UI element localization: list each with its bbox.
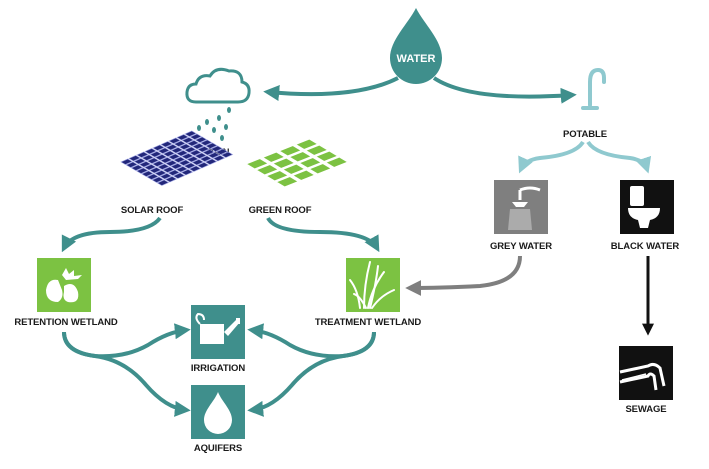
irrigation-label: IRRIGATION <box>191 363 245 374</box>
grey-water-label: GREY WATER <box>490 241 552 252</box>
water-drop-icon <box>390 8 442 84</box>
toilet-icon <box>628 186 660 228</box>
node-retention-wetland: RETENTION WETLAND <box>14 258 118 328</box>
node-aquifers: AQUIFERS <box>191 385 245 454</box>
treatment-wetland-tile <box>346 258 400 312</box>
black-water-label: BLACK WATER <box>611 241 680 252</box>
node-green-roof: GREEN ROOF <box>245 138 349 216</box>
aquifers-label: AQUIFERS <box>194 443 242 454</box>
arrow-retention-to-aquifers <box>62 331 191 417</box>
flow-arrows <box>61 76 654 417</box>
arrow-potable-to-black <box>586 140 652 174</box>
faucet-icon <box>581 67 606 110</box>
solar-roof-label: SOLAR ROOF <box>121 205 184 216</box>
arrow-water-to-rain <box>263 76 399 101</box>
node-sewage: SEWAGE <box>619 346 673 415</box>
node-water: WATER <box>390 8 442 84</box>
node-solar-roof: SOLAR ROOF <box>120 130 234 216</box>
water-label: WATER <box>397 53 436 65</box>
shower-icon <box>508 186 541 230</box>
potable-label: POTABLE <box>563 129 607 140</box>
node-black-water: BLACK WATER <box>611 180 680 252</box>
reeds-icon <box>349 261 395 309</box>
watering-can-icon <box>195 312 240 344</box>
arrow-solar-to-retention <box>61 216 162 253</box>
water-drop-icon <box>204 392 232 434</box>
sewage-tile <box>619 346 673 400</box>
node-potable: POTABLE <box>563 67 607 140</box>
arrow-potable-to-grey <box>518 140 585 174</box>
sewage-label: SEWAGE <box>625 404 666 415</box>
treatment-wetland-label: TREATMENT WETLAND <box>315 317 422 328</box>
node-irrigation: IRRIGATION <box>191 305 245 374</box>
arrow-greenroof-to-treatment <box>266 216 380 253</box>
retention-wetland-tile <box>37 258 91 312</box>
node-grey-water: GREY WATER <box>490 180 552 252</box>
sewer-pipe-icon <box>619 362 666 391</box>
rain-cloud-icon <box>185 67 251 141</box>
solar-panel-icon <box>120 130 234 186</box>
lily-pad-icon <box>46 268 82 303</box>
node-treatment-wetland: TREATMENT WETLAND <box>315 258 422 328</box>
green-roof-label: GREEN ROOF <box>249 205 312 216</box>
green-roof-icon <box>245 138 349 188</box>
arrow-grey-to-treatment <box>405 255 522 296</box>
arrow-water-to-potable <box>432 76 577 104</box>
arrow-treatment-to-aquifers <box>247 331 376 417</box>
retention-wetland-label: RETENTION WETLAND <box>14 317 118 328</box>
